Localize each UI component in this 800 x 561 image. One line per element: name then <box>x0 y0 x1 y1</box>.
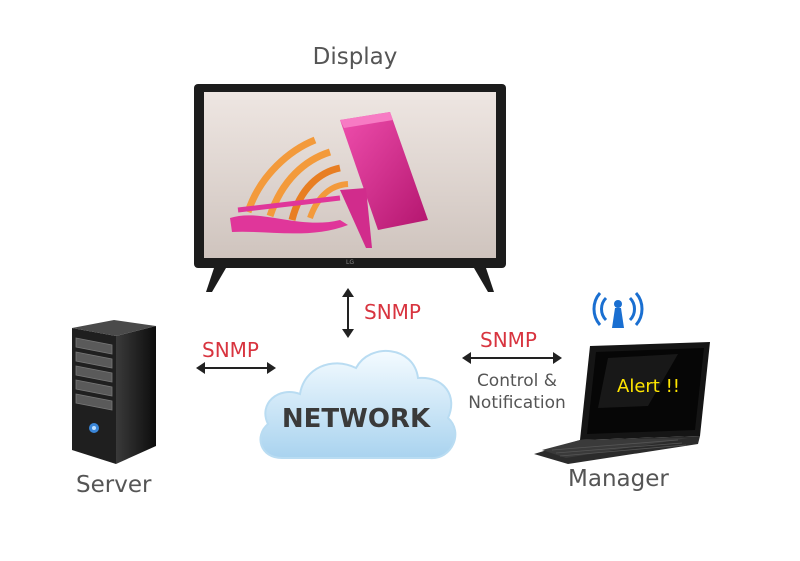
manager-network-arrow <box>462 352 562 364</box>
manager-laptop <box>534 342 710 464</box>
server-label: Server <box>76 472 152 498</box>
manager-note-line1: Control & <box>476 371 558 391</box>
display-logo: LG <box>346 259 354 266</box>
manager-alert-text: Alert !! <box>617 376 680 397</box>
display-snmp-label: SNMP <box>364 300 421 324</box>
manager-note-line2: Notification <box>468 393 566 413</box>
server-tower <box>72 320 156 464</box>
network-label: NETWORK <box>281 404 431 434</box>
manager-snmp-label: SNMP <box>480 328 537 352</box>
manager-note: Control & Notification <box>452 370 582 414</box>
network-cloud <box>259 349 457 460</box>
signal-broadcast-icon <box>592 292 644 328</box>
display-tv: LG <box>194 84 506 292</box>
server-snmp-label: SNMP <box>202 338 259 362</box>
server-network-arrow <box>196 362 276 374</box>
manager-label: Manager <box>568 466 669 492</box>
display-network-arrow <box>342 288 354 338</box>
display-label: Display <box>312 44 398 70</box>
